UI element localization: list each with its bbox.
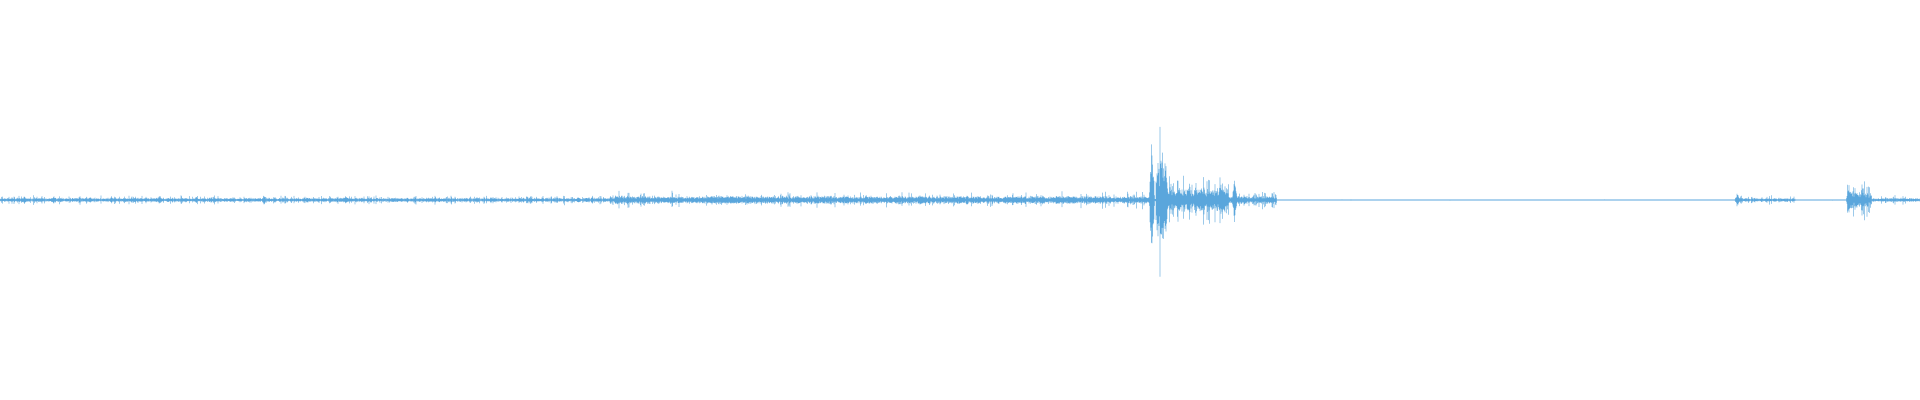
waveform-samples [0, 126, 1920, 277]
waveform-path [0, 126, 1920, 277]
